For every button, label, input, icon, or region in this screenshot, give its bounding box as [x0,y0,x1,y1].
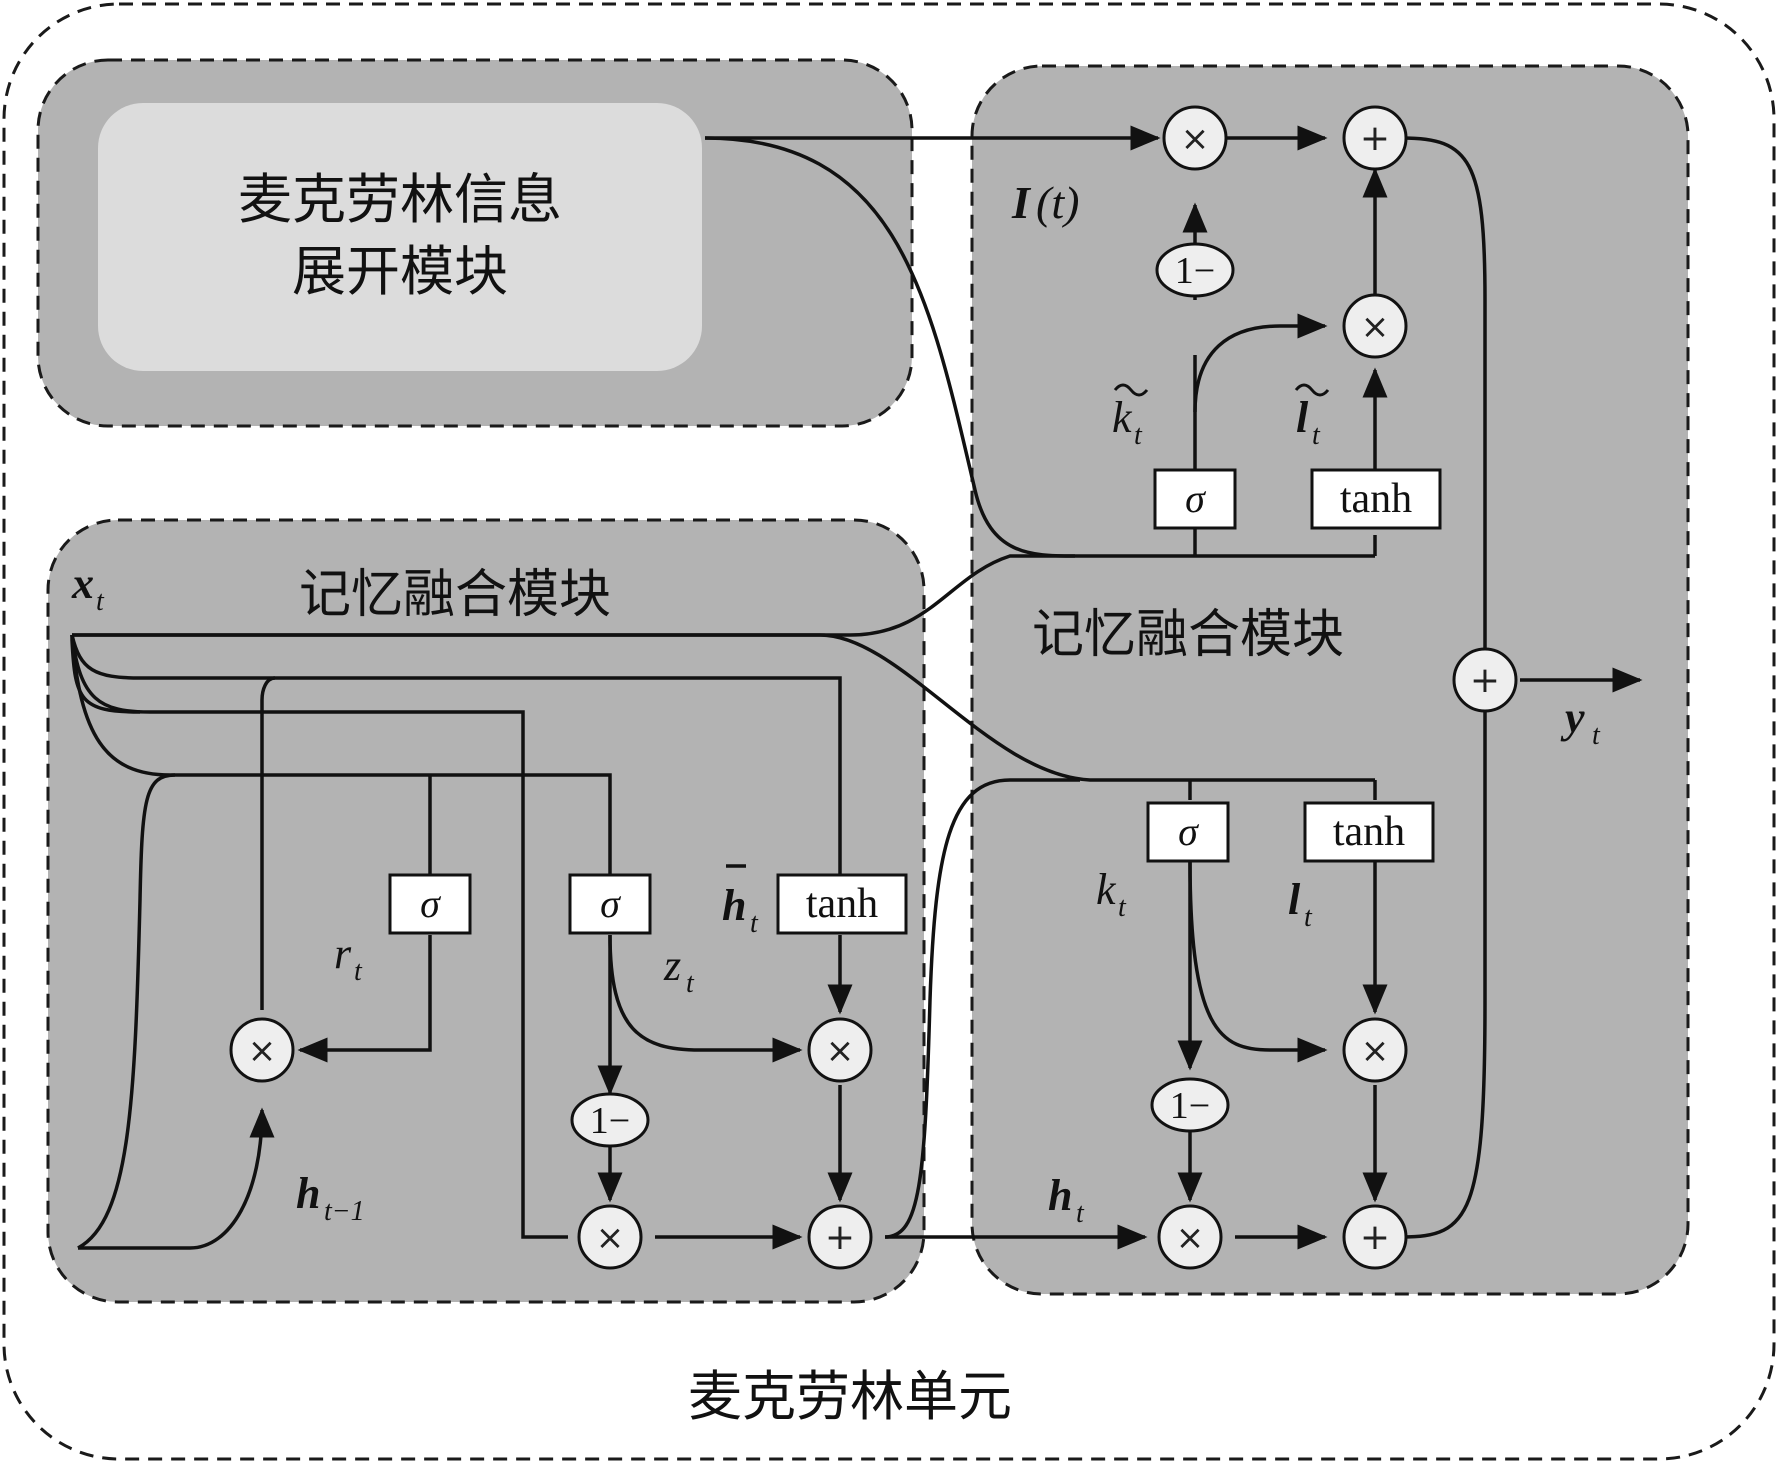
h-t-main: h [1048,1171,1072,1220]
memory-module-left-title: 记忆融合模块 [299,565,611,625]
label-I-t: I (t) [1011,177,1079,228]
mul-symbol: × [248,1031,277,1071]
wires [70,125,1643,1250]
l-tilde-sub: t [1312,420,1321,451]
op-mul-update: × [577,1204,643,1270]
memory-module-right-panel [970,64,1690,1296]
l-t-sub: t [1304,902,1313,933]
op-add-hidden: + [807,1204,873,1270]
mul-symbol: × [826,1031,855,1071]
op-add-top: + [1342,105,1408,171]
label-x-t: x t [71,559,105,617]
sigma-text: σ [1185,476,1206,521]
one-minus-text: 1− [590,1100,630,1142]
op-add-output: + [1452,647,1518,713]
op-mul-upper-right: × [1342,293,1408,359]
mul-symbol: × [1361,307,1390,347]
label-h-bar: h t [722,864,759,939]
sigma-gate-reset: σ [388,873,472,935]
memory-module-left-panel [46,518,926,1304]
add-symbol: + [1360,118,1390,159]
h-t-sub: t [1076,1198,1085,1229]
z-t-main: z [663,941,681,990]
k-tilde-sub: t [1134,420,1143,451]
label-h-t-minus-1: h t−1 [296,1169,365,1227]
op-mul-lower-right: × [1342,1017,1408,1083]
sigma-gate-lower: σ [1146,801,1230,863]
op-mul-top: × [1162,105,1228,171]
tanh-gate-candidate: tanh [776,873,908,935]
tanh-gate-lower: tanh [1303,801,1435,863]
z-t-sub: t [686,968,695,999]
I-t-name: I [1011,177,1032,228]
label-l-t: l t [1288,875,1313,933]
x-t-sub: t [96,586,105,617]
tanh-text: tanh [806,881,878,927]
expand-module-title-line1: 麦克劳林信息 [238,168,562,231]
label-k-t: k t [1096,865,1127,923]
expand-module-title-line2: 展开模块 [292,240,508,303]
sigma-gate-upper: σ [1153,468,1237,530]
tanh-text: tanh [1340,476,1412,522]
one-minus-right: 1− [1150,1077,1230,1133]
mul-symbol: × [1361,1031,1390,1071]
I-t-arg: (t) [1036,177,1079,228]
label-y-t: y t [1560,693,1601,751]
k-tilde-main: k [1112,393,1133,442]
one-minus-left: 1− [570,1092,650,1148]
l-t-main: l [1288,875,1301,924]
op-mul-candidate: × [807,1017,873,1083]
sigma-text: σ [600,881,621,926]
sigma-gate-update: σ [568,873,652,935]
expand-module-title: 麦克劳林信息 展开模块 [238,168,562,303]
add-symbol: + [1470,660,1500,701]
r-t-sub: t [354,956,363,987]
l-tilde-main: l [1296,393,1309,442]
y-t-sub: t [1592,720,1601,751]
label-h-t: h t [1048,1171,1085,1229]
memory-module-right-title: 记忆融合模块 [1032,605,1344,665]
tanh-gate-upper: tanh [1310,468,1442,530]
k-t-sub: t [1118,892,1127,923]
cell-title: 麦克劳林单元 [688,1365,1012,1428]
h-bar-main: h [722,881,746,930]
op-mul-ht: × [1157,1204,1223,1270]
add-symbol: + [1360,1217,1390,1258]
h-t1-sub: t−1 [324,1196,365,1227]
h-t1-main: h [296,1169,320,1218]
h-bar-sub: t [750,908,759,939]
tanh-text: tanh [1333,809,1405,855]
one-minus-text: 1− [1175,250,1215,292]
label-z-t: z t [663,941,695,999]
op-mul-reset: × [229,1017,295,1083]
y-t-main: y [1560,693,1585,742]
k-t-main: k [1096,865,1117,914]
x-t-main: x [71,559,94,608]
add-symbol: + [825,1217,855,1258]
op-add-lower-right: + [1342,1204,1408,1270]
r-t-main: r [334,929,352,978]
mul-symbol: × [1181,119,1210,159]
expand-module-inner [98,103,702,371]
sigma-text: σ [420,881,441,926]
label-l-tilde: l t [1294,383,1330,451]
one-minus-top: 1− [1155,242,1235,298]
label-r-t: r t [334,929,363,987]
label-k-tilde: k t [1112,383,1149,451]
mul-symbol: × [596,1218,625,1258]
one-minus-text: 1− [1170,1085,1210,1127]
mul-symbol: × [1176,1218,1205,1258]
sigma-text: σ [1178,809,1199,854]
